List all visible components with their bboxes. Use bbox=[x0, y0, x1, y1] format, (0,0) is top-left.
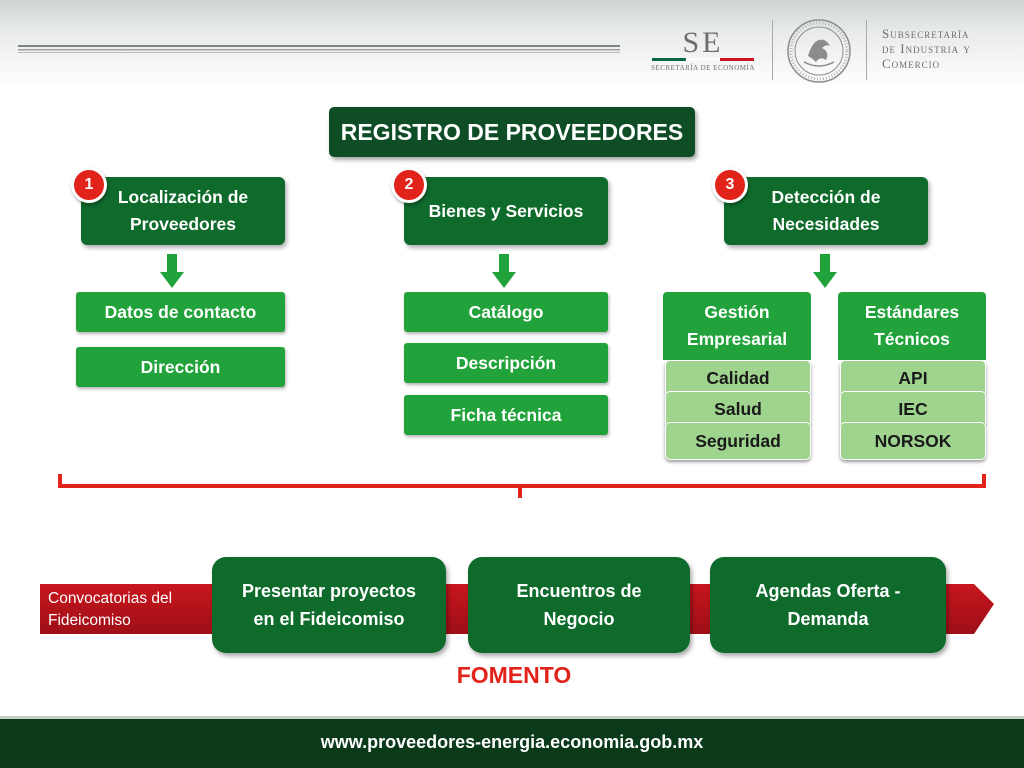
header-rule-lines bbox=[18, 45, 620, 53]
agency-name-line: Subsecretaría bbox=[882, 26, 970, 41]
footer-url[interactable]: www.proveedores-energia.economia.gob.mx bbox=[320, 732, 704, 752]
national-seal-icon bbox=[787, 19, 851, 83]
category-localizacion: Localización de Proveedores bbox=[81, 177, 285, 245]
down-arrow-icon bbox=[813, 254, 837, 288]
item-norsok: NORSOK bbox=[840, 422, 986, 460]
category-deteccion-de-necesidades: Detección de Necesidades bbox=[724, 177, 928, 245]
grouping-bracket bbox=[58, 474, 986, 498]
agency-name-line: de Industria y bbox=[882, 41, 971, 56]
down-arrow-icon bbox=[160, 254, 184, 288]
item-ficha-tecnica: Ficha técnica bbox=[404, 395, 608, 435]
agency-name-line: Comercio bbox=[882, 56, 941, 71]
group-gestion-empresarial: Gestión Empresarial bbox=[663, 292, 811, 360]
stage-presentar-proyectos: Presentar proyectos en el Fideicomiso bbox=[212, 557, 446, 653]
footer-rule bbox=[0, 716, 1024, 719]
item-iec: IEC bbox=[840, 391, 986, 427]
step-badge-3: 3 bbox=[712, 167, 748, 203]
se-logo-text: SE bbox=[682, 26, 724, 59]
group-estandares-tecnicos: Estándares Técnicos bbox=[838, 292, 986, 360]
item-api: API bbox=[840, 360, 986, 396]
item-datos-de-contacto: Datos de contacto bbox=[76, 292, 285, 332]
item-salud: Salud bbox=[665, 391, 811, 427]
category-bienes-y-servicios: Bienes y Servicios bbox=[404, 177, 608, 245]
flag-stripe-icon bbox=[652, 58, 754, 61]
diagram-title: REGISTRO DE PROVEEDORES bbox=[329, 107, 695, 157]
step-badge-1: 1 bbox=[71, 167, 107, 203]
header-divider bbox=[772, 20, 773, 80]
item-direccion: Dirección bbox=[76, 347, 285, 387]
step-badge-2: 2 bbox=[391, 167, 427, 203]
se-logo-subtitle: SECRETARÍA DE ECONOMÍA bbox=[651, 64, 755, 72]
item-seguridad: Seguridad bbox=[665, 422, 811, 460]
item-catalogo: Catálogo bbox=[404, 292, 608, 332]
band-label: Convocatorias del Fideicomiso bbox=[48, 590, 173, 629]
footer-bar bbox=[0, 719, 1024, 768]
header-divider bbox=[866, 20, 867, 80]
down-arrow-icon bbox=[492, 254, 516, 288]
stage-encuentros-de-negocio: Encuentros de Negocio bbox=[468, 557, 690, 653]
item-descripcion: Descripción bbox=[404, 343, 608, 383]
stage-agendas-oferta-demanda: Agendas Oferta - Demanda bbox=[710, 557, 946, 653]
fomento-caption: FOMENTO bbox=[456, 662, 572, 688]
